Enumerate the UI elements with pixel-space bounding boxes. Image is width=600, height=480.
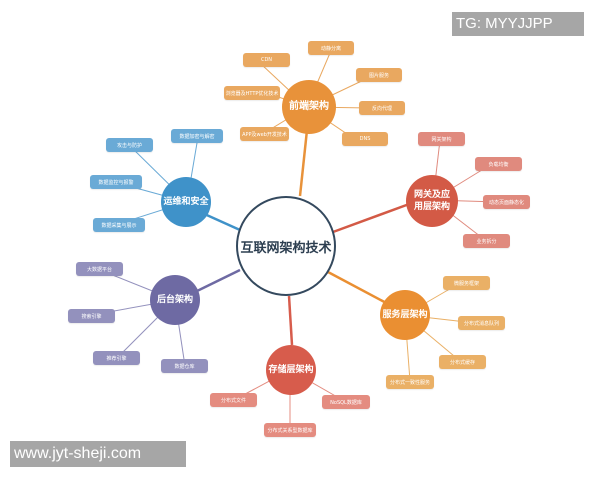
hub-backend: 后台架构: [150, 275, 200, 325]
leaf-gateway-split: 业务拆分: [463, 234, 510, 248]
central-topic: 互联网架构技术: [236, 196, 336, 296]
leaf-backend-warehouse: 数据仓库: [161, 359, 208, 373]
leaf-frontend-http: 浏览器及HTTP优化技术: [224, 86, 280, 100]
leaf-frontend-dns: DNS: [342, 132, 388, 146]
leaf-frontend-static: 动静分离: [308, 41, 354, 55]
leaf-frontend-proxy: 反向代理: [359, 101, 405, 115]
leaf-service-micro: 微服务框架: [443, 276, 490, 290]
leaf-storage-rdb: 分布式关系型数据库: [264, 423, 316, 437]
leaf-frontend-app: APP及web开发技术: [240, 127, 289, 141]
leaf-ops-collect: 数据采集与展示: [93, 218, 145, 232]
leaf-service-cache: 分布式缓存: [439, 355, 486, 369]
leaf-frontend-cdn: CDN: [243, 53, 290, 67]
leaf-backend-bigdata: 大数据平台: [76, 262, 123, 276]
leaf-gateway-static: 动态页面静态化: [483, 195, 530, 209]
leaf-ops-monitor: 数据监控与报警: [90, 175, 142, 189]
leaf-ops-attack: 攻击与防护: [106, 138, 153, 152]
leaf-ops-encrypt: 数据加密与解密: [171, 129, 223, 143]
leaf-gateway-lb: 负载均衡: [475, 157, 522, 171]
hub-storage: 存储层架构: [266, 345, 316, 395]
leaf-backend-recommend: 推荐引擎: [93, 351, 140, 365]
watermark-url: www.jyt-sheji.com: [10, 441, 186, 467]
leaf-storage-nosql: NoSQL数据库: [322, 395, 370, 409]
leaf-gateway-arch: 网关架构: [418, 132, 465, 146]
leaf-storage-file: 分布式文件: [210, 393, 257, 407]
leaf-frontend-image: 图片服务: [356, 68, 402, 82]
hub-frontend: 前端架构: [282, 80, 336, 134]
hub-ops-security: 运维和安全: [161, 177, 211, 227]
leaf-backend-search: 搜索引擎: [68, 309, 115, 323]
leaf-service-mq: 分布式消息队列: [458, 316, 505, 330]
hub-gateway: 网关及应用层架构: [406, 175, 458, 227]
leaf-service-consistency: 分布式一致性服务: [386, 375, 434, 389]
hub-service: 服务层架构: [380, 290, 430, 340]
watermark-tg: TG: MYYJJPP: [452, 12, 584, 36]
